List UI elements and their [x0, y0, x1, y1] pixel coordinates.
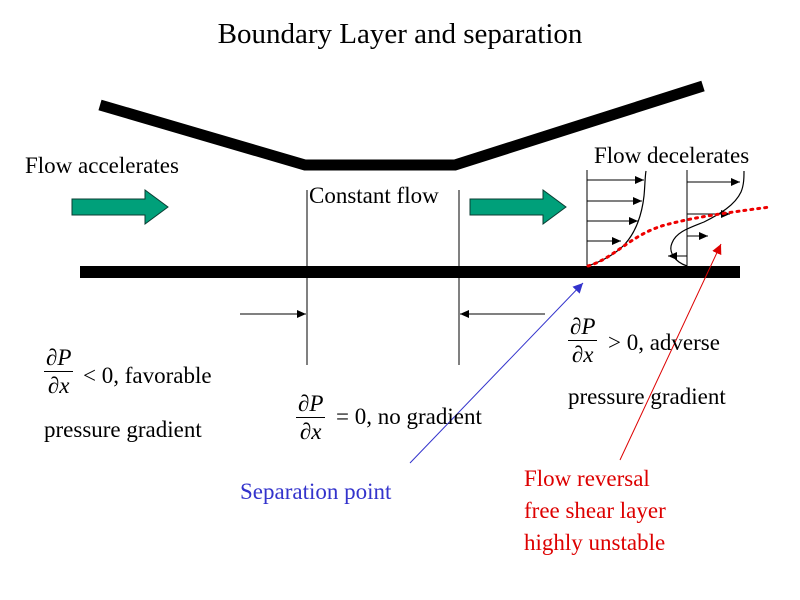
upper-wall — [98, 80, 705, 171]
shear-layer-curve — [586, 205, 772, 268]
flow-accelerates-label: Flow accelerates — [25, 153, 179, 178]
reversal-pointer — [619, 243, 722, 461]
zero-numerator: ∂P — [296, 391, 326, 418]
flow-arrow-left — [71, 189, 169, 225]
flow-arrow-middle — [469, 189, 567, 225]
favorable-denominator: ∂x — [47, 373, 70, 398]
zero-relation: = 0, no gradient — [336, 404, 482, 429]
velocity-profile-2 — [668, 170, 745, 267]
adverse-denominator: ∂x — [571, 342, 594, 367]
page-title: Boundary Layer and separation — [217, 18, 583, 50]
adverse-fraction: ∂P ∂x — [568, 314, 598, 367]
adverse-line2: pressure gradient — [568, 384, 726, 409]
separation-point-label: Separation point — [240, 479, 392, 504]
favorable-numerator: ∂P — [44, 345, 74, 372]
favorable-relation: < 0, favorable — [83, 363, 212, 388]
flow-decelerates-label: Flow decelerates — [594, 143, 750, 168]
favorable-line2: pressure gradient — [44, 417, 202, 442]
favorable-fraction: ∂P ∂x — [44, 345, 74, 398]
adverse-numerator: ∂P — [568, 314, 598, 341]
separation-pointer — [409, 282, 584, 464]
velocity-profile-1 — [586, 170, 647, 267]
adverse-relation: > 0, adverse — [608, 330, 720, 355]
zero-denominator: ∂x — [299, 419, 322, 444]
flow-reversal-line1: Flow reversal — [524, 466, 650, 491]
flow-reversal-line2: free shear layer — [524, 498, 666, 523]
constant-flow-label: Constant flow — [309, 183, 439, 208]
zero-fraction: ∂P ∂x — [296, 391, 326, 444]
flow-reversal-line3: highly unstable — [524, 530, 666, 555]
